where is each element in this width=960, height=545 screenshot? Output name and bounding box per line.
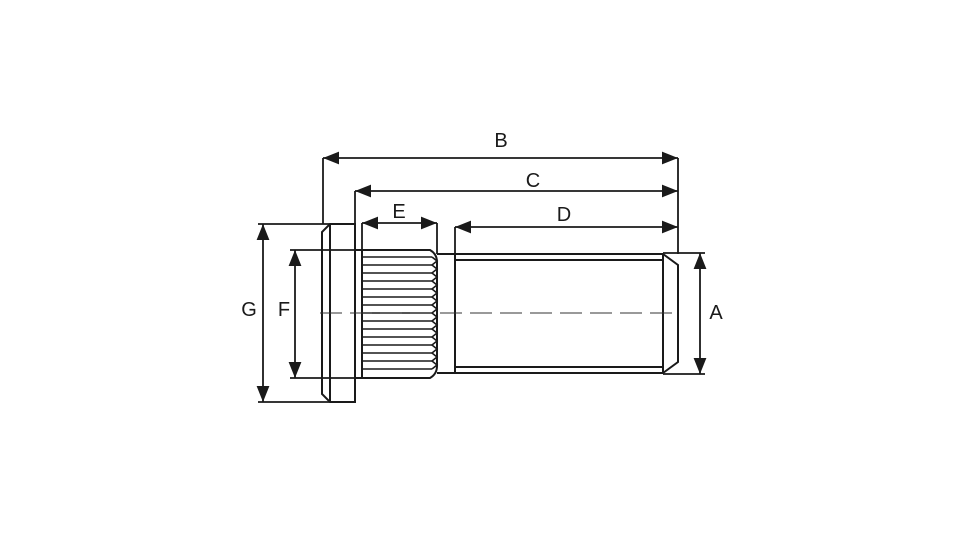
dimension-a — [663, 252, 707, 375]
stud-neck — [437, 253, 455, 374]
knurl-teeth — [362, 256, 439, 370]
dimension-f — [288, 249, 362, 379]
dimension-e — [361, 216, 438, 254]
label-f: F — [277, 299, 291, 321]
label-g: G — [241, 299, 257, 321]
label-b: B — [494, 130, 508, 152]
dimension-g — [256, 223, 330, 403]
knurl-section — [355, 249, 438, 379]
dimension-b — [322, 151, 679, 254]
dimension-d — [454, 220, 678, 254]
label-d: D — [556, 204, 572, 226]
dimension-c — [354, 184, 678, 224]
label-c: C — [525, 170, 541, 192]
label-a: A — [709, 302, 723, 324]
label-e: E — [392, 201, 406, 223]
